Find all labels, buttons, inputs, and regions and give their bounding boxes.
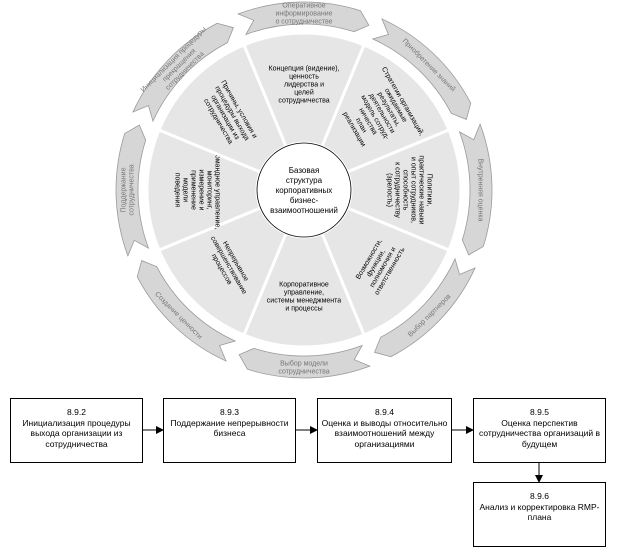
segment-policies-line: (зрелость) — [386, 173, 393, 207]
box-893-number: 8.9.3 — [220, 407, 239, 417]
segment-policies-line: практические навыки — [418, 155, 425, 224]
outer-arrow-support-cooperation-line: Поддержание — [120, 167, 127, 212]
center-text: Базоваяструктуракорпоративныхбизнес-взаи… — [270, 166, 338, 215]
outer-arrow-support-cooperation-line: сотрудничества — [128, 164, 135, 215]
outer-arrow-exit-initiation — [132, 22, 234, 123]
outer-arrow-internal-assessment-line: Внутренняя оценка — [477, 159, 484, 222]
segment-concept-line: сотрудничества — [278, 97, 329, 104]
outer-arrow-operational-info-line: о сотрудничестве — [275, 18, 332, 25]
outer-arrow-model-selection-line: Выбор модели — [280, 359, 328, 367]
box-895-number: 8.9.5 — [530, 407, 549, 417]
segment-concept-line: лидерства и — [284, 81, 324, 88]
outer-arrow-operational-info — [237, 1, 370, 36]
segment-team-management-line: измерение и — [198, 169, 205, 210]
outer-arrow-internal-assessment — [458, 123, 493, 256]
box-894-number: 8.9.4 — [375, 407, 394, 417]
outer-arrow-internal-assessment-text: Внутренняя оценка — [477, 159, 484, 222]
segment-concept-line: целей — [294, 88, 314, 96]
outer-arrow-support-cooperation — [115, 124, 150, 257]
box-896-label: Анализ и корректировка RMP-плана — [479, 501, 600, 523]
outer-arrow-operational-info-line: информирование — [275, 10, 332, 17]
box-894: 8.9.4 Оценка и выводы относительно взаим… — [317, 398, 452, 463]
center-line: корпоративных — [276, 186, 333, 195]
box-892: 8.9.2 Инициализация процедуры выхода орг… — [10, 398, 143, 463]
segment-policies-line: способность — [402, 170, 410, 211]
box-892-label: Инициализация процедуры выхода организац… — [22, 417, 131, 449]
segment-team-management-line: поведения — [174, 173, 181, 208]
center-line: бизнес- — [290, 196, 319, 205]
segment-team-management-line: применение — [190, 170, 197, 210]
segment-corp-governance-line: системы менеджмента — [267, 297, 341, 304]
segment-corp-governance-line: и процессы — [285, 305, 322, 312]
box-896-number: 8.9.6 — [530, 491, 549, 501]
box-893-label: Поддержание непрерывности бизнеса — [170, 417, 289, 439]
segment-concept-line: Концепция (видение), — [269, 65, 340, 72]
segment-team-management-text: Командное управление,мониторинг,измерени… — [174, 151, 221, 230]
segment-concept-line: ценность — [289, 73, 319, 80]
segment-corp-governance-line: управление, — [284, 289, 324, 296]
center-line: взаимоотношений — [270, 206, 338, 215]
center-line: структура — [286, 176, 323, 185]
outer-arrow-model-selection-line: сотрудничества — [278, 368, 329, 375]
outer-arrow-partner-selection — [374, 257, 476, 358]
segment-team-management-line: модели — [182, 178, 189, 202]
segment-policies-line: Политики, — [426, 174, 433, 207]
box-892-number: 8.9.2 — [67, 407, 86, 417]
box-895-label: Оценка перспектив сотрудничества организ… — [479, 417, 600, 449]
box-895: 8.9.5 Оценка перспектив сотрудничества о… — [473, 398, 606, 463]
segment-corp-governance-line: Корпоративное — [279, 281, 329, 288]
center-circle — [256, 142, 352, 238]
outer-arrow-model-selection — [238, 344, 371, 379]
segment-team-management-line: Командное управление, — [214, 151, 221, 230]
outer-arrow-operational-info-line: Оперативное — [282, 2, 325, 9]
outer-arrow-knowledge-acquisition — [371, 18, 472, 120]
segment-policies-line: и опыт сотрудников, — [410, 157, 417, 223]
box-893: 8.9.3 Поддержание непрерывности бизнеса — [163, 398, 296, 463]
center-line: Базовая — [289, 166, 320, 175]
box-894-label: Оценка и выводы относительно взаимоотнош… — [321, 417, 448, 449]
outer-arrow-value-creation — [136, 260, 237, 362]
segment-team-management-line: мониторинг, — [206, 171, 213, 210]
box-896: 8.9.6 Анализ и корректировка RMP-плана — [473, 482, 606, 547]
segment-policies-line: к сотрудничеству — [394, 162, 401, 218]
